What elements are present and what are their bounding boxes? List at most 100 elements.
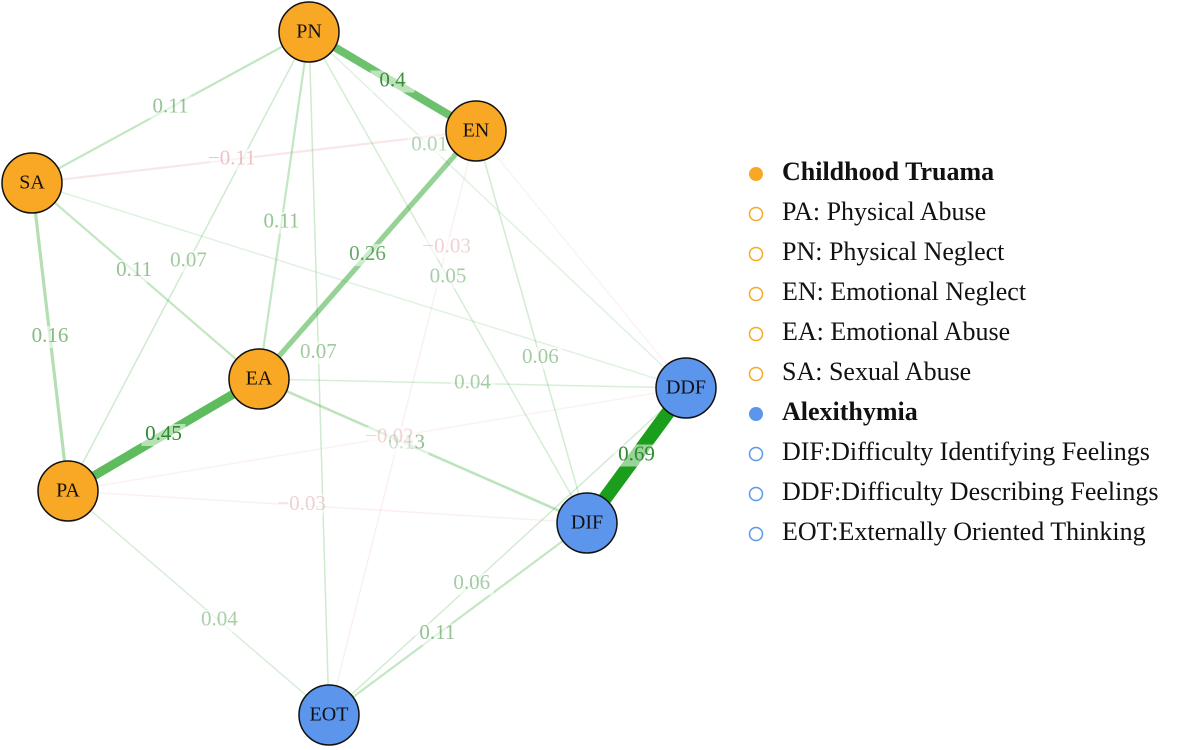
edge-pa-eot (67, 490, 330, 716)
node-circle (37, 460, 99, 522)
legend-item-marker (748, 246, 764, 262)
node-circle (556, 492, 618, 554)
node-label: SA (19, 172, 45, 194)
edge-label-ddf-eot: 0.06 (453, 570, 490, 594)
edge-label-bg (426, 266, 470, 289)
edge-dif-eot (328, 522, 588, 716)
node-circle (298, 684, 360, 746)
legend-group-marker (749, 407, 763, 421)
legend-item-marker (748, 206, 764, 222)
node-sa[interactable]: SA (1, 152, 63, 214)
node-circle (445, 100, 507, 162)
node-label: DIF (571, 512, 603, 534)
edge-ddf-eot (328, 387, 687, 716)
legend-item-label: PN: Physical Neglect (782, 237, 1005, 266)
legend-item-label: SA: Sexual Abuse (782, 357, 971, 386)
node-circle (655, 357, 717, 419)
edge-label-bg (614, 444, 659, 467)
edge-label-sa-en: −0.11 (208, 145, 256, 169)
edge-label-bg (424, 236, 469, 259)
node-label: EA (246, 368, 273, 390)
node-ea[interactable]: EA (228, 348, 290, 410)
node-label: PA (56, 480, 80, 502)
node-circle (1, 152, 63, 214)
legend-item-marker (748, 366, 764, 382)
edge-label-bg (518, 347, 563, 370)
node-label: PN (296, 21, 322, 43)
edge-labels-layer: 0.4 0.11 −0.11 0.11 0.07 0.07 0.26 −0.03 0.05 0.0… (28, 67, 659, 646)
edge-label-bg (296, 342, 341, 365)
edge-label-bg (197, 609, 242, 632)
node-circle (278, 1, 340, 63)
edge-label-pn-ddf: 0.01 (411, 132, 448, 156)
node-label: DDF (666, 377, 706, 399)
edge-label-en-eot: −0.03 (422, 234, 471, 258)
edge-pn-ea (257, 31, 311, 380)
edge-en-dif (475, 130, 588, 524)
legend-item-marker (748, 286, 764, 302)
edge-en-eot (328, 130, 477, 716)
edge-label-ea-pa: 0.45 (145, 421, 182, 445)
edge-label-bg (449, 573, 494, 596)
edge-label-sa-ea: 0.11 (116, 257, 152, 281)
edge-label-bg (209, 148, 254, 171)
edge-label-pn-en: 0.4 (379, 67, 406, 91)
edge-label-en-ea: 0.26 (349, 241, 386, 265)
legend-item-marker (748, 446, 764, 462)
node-label: EOT (310, 704, 349, 726)
edge-sa-en (31, 129, 477, 185)
edge-pa-dif (67, 490, 588, 524)
legend-item-label: DIF:Difficulty Identifying Feelings (782, 437, 1150, 466)
node-en[interactable]: EN (445, 100, 507, 162)
edge-label-pa-eot: 0.04 (201, 607, 238, 631)
edge-label-bg (407, 134, 452, 157)
edge-label-bg (450, 372, 495, 395)
edge-label-ea-ddf: 0.04 (454, 369, 491, 393)
edge-label-pn-dif: 0.05 (430, 263, 467, 287)
edge-label-bg (148, 96, 193, 119)
edge-pn-eot (308, 31, 330, 716)
edge-label-pa-dif: −0.03 (277, 491, 326, 515)
edge-label-pn-eot: 0.07 (300, 339, 337, 363)
edge-en-ddf (475, 130, 687, 389)
legend-group-marker (749, 167, 763, 181)
edge-label-pn-ea: 0.11 (264, 209, 300, 233)
legend-item-marker (748, 486, 764, 502)
legend-group-title: Alexithymia (782, 397, 918, 426)
legend-item-label: PA: Physical Abuse (782, 197, 986, 226)
node-dif[interactable]: DIF (556, 492, 618, 554)
edges-layer (30, 28, 692, 716)
edge-pn-ddf (308, 31, 687, 389)
edge-label-bg (415, 623, 460, 646)
edge-label-bg (367, 426, 412, 449)
edge-sa-ddf (31, 182, 687, 389)
edge-label-bg (166, 250, 211, 273)
edge-label-dif-eot: 0.11 (419, 620, 455, 644)
edge-label-pn-sa: 0.11 (153, 93, 189, 117)
legend-item-label: EOT:Externally Oriented Thinking (782, 517, 1146, 546)
node-pn[interactable]: PN (278, 1, 340, 63)
node-ddf[interactable]: DDF (655, 357, 717, 419)
legend-item-label: EN: Emotional Neglect (782, 277, 1027, 306)
edge-label-en-dif: 0.06 (522, 344, 559, 368)
edge-label-bg (141, 424, 186, 446)
edge-label-bg (370, 70, 415, 93)
node-circle (228, 348, 290, 410)
edge-label-sa-pa: 0.16 (32, 323, 69, 347)
legend-item-marker (748, 526, 764, 542)
legend-item-label: EA: Emotional Abuse (782, 317, 1010, 346)
edge-label-bg (259, 211, 304, 234)
node-eot[interactable]: EOT (298, 684, 360, 746)
edge-label-bg (279, 494, 324, 517)
node-label: EN (463, 120, 490, 142)
node-pa[interactable]: PA (37, 460, 99, 522)
edge-label-bg (28, 326, 72, 348)
nodes-layer: PN EN SA EA PA DDF DIF EOT (1, 1, 717, 746)
legend-item-label: DDF:Difficulty Describing Feelings (782, 477, 1158, 506)
legend-item-marker (748, 326, 764, 342)
edge-label-pn-pa: 0.07 (170, 247, 207, 271)
edge-label-bg (112, 260, 157, 283)
legend-group-title: Childhood Truama (782, 157, 994, 186)
